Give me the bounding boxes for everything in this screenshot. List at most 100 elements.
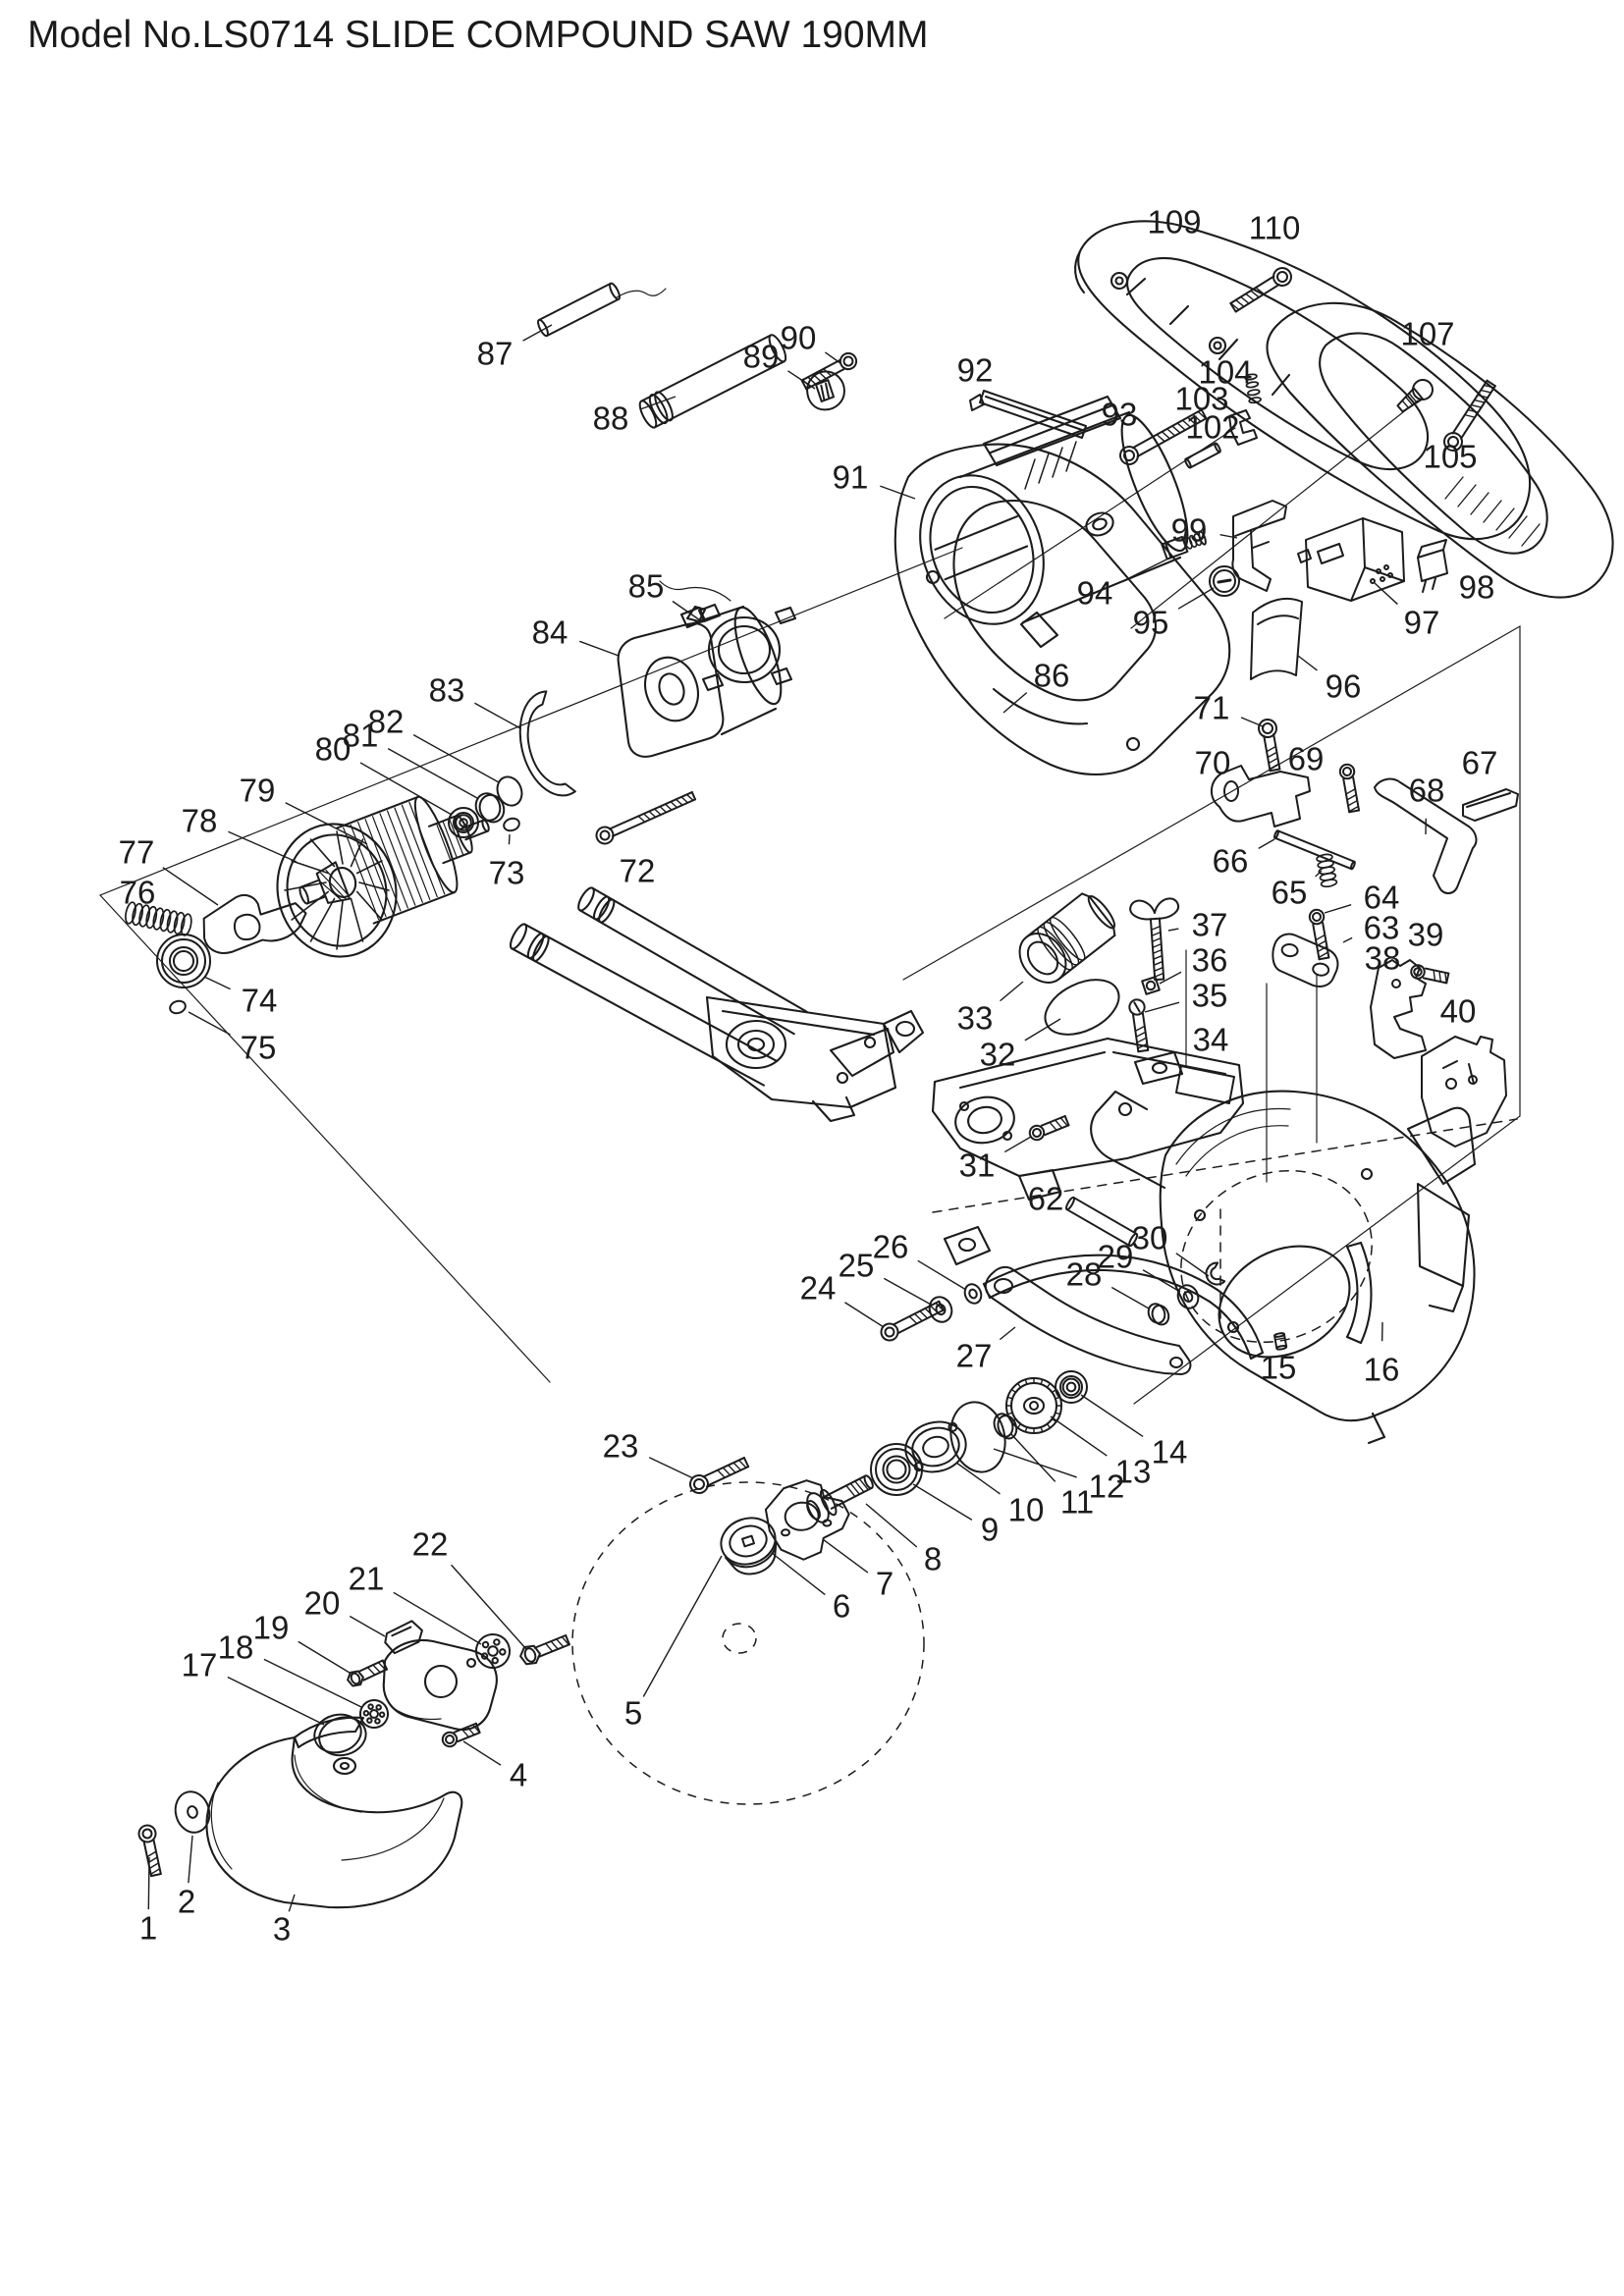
part-label-39: 39: [1408, 917, 1444, 953]
part-16: 16: [1364, 1321, 1400, 1388]
part-90: 90: [781, 320, 858, 391]
part-6: 6: [720, 1517, 850, 1625]
part-91: 91: [833, 459, 916, 500]
part-27: 27: [956, 1265, 1192, 1375]
part-shape-29: [1176, 1284, 1200, 1309]
part-label-33: 33: [957, 1000, 994, 1037]
part-label-96: 96: [1326, 668, 1362, 705]
part-shape-83: [518, 690, 576, 797]
part-shape-72: [595, 791, 697, 845]
leader-line-65: [1315, 870, 1323, 878]
leader-line-13: [1050, 1415, 1108, 1457]
part-19: 19: [253, 1610, 389, 1687]
part-label-34: 34: [1193, 1022, 1229, 1058]
part-label-6: 6: [833, 1588, 850, 1625]
leader-line-11: [1010, 1433, 1056, 1482]
part-shape-65: [1316, 853, 1338, 888]
part-34: 34: [1175, 1022, 1235, 1104]
part-label-16: 16: [1364, 1352, 1400, 1388]
part-shape-95: [1209, 565, 1240, 597]
part-label-63: 63: [1364, 910, 1400, 946]
part-77: 77: [119, 834, 307, 954]
part-65: 65: [1272, 853, 1338, 911]
part-label-21: 21: [349, 1561, 385, 1597]
leader-line-17: [227, 1676, 325, 1726]
part-shape-98: [1417, 539, 1448, 593]
part-label-27: 27: [956, 1338, 993, 1374]
part-80: 80: [315, 731, 479, 838]
part-36: 36: [1141, 942, 1227, 995]
part-shape-7: [764, 1479, 850, 1561]
part-shape-15: [1273, 1332, 1288, 1351]
part-shape-30: [1205, 1261, 1226, 1286]
part-97: 97: [1297, 517, 1439, 641]
part-label-62: 62: [1028, 1181, 1064, 1217]
part-11: 11: [993, 1413, 1094, 1521]
part-17: 17: [182, 1647, 367, 1757]
part-label-86: 86: [1034, 658, 1070, 694]
part-4: 4: [441, 1722, 527, 1793]
part-shape-88: [638, 334, 787, 429]
part-shape-24: [880, 1300, 945, 1342]
part-shape-66: [1273, 829, 1356, 871]
leader-line-63: [1342, 936, 1353, 943]
part-23: 23: [603, 1428, 750, 1494]
part-label-17: 17: [182, 1647, 218, 1683]
part-label-11: 11: [1060, 1484, 1094, 1521]
leader-line-24: [844, 1302, 885, 1328]
armature-drawing: [276, 823, 398, 958]
part-label-15: 15: [1261, 1350, 1297, 1386]
part-shape-107: [1396, 379, 1434, 413]
part-shape-104: [1244, 373, 1262, 404]
part-107: 107: [1396, 316, 1455, 413]
part-label-2: 2: [178, 1884, 195, 1920]
leader-line-9: [912, 1483, 973, 1521]
part-24: 24: [800, 1270, 945, 1342]
rotor-body: [298, 795, 490, 925]
part-label-82: 82: [368, 704, 405, 740]
part-label-12: 12: [1089, 1468, 1125, 1505]
part-105: 105: [1423, 379, 1496, 475]
part-label-67: 67: [1462, 745, 1498, 781]
part-3: 3: [273, 1894, 296, 1948]
part-shape-70: [1211, 765, 1311, 828]
part-109: 109: [1147, 204, 1201, 240]
part-93: 93: [1102, 397, 1208, 465]
part-label-103: 103: [1174, 381, 1228, 417]
grip-hatching: [1444, 476, 1541, 547]
leader-line-29: [1142, 1269, 1181, 1293]
leader-line-80: [359, 762, 453, 816]
part-shape-19: [347, 1659, 389, 1687]
part-label-19: 19: [253, 1610, 290, 1646]
part-66: 66: [1213, 829, 1356, 880]
part-79: 79: [240, 773, 368, 845]
part-96: 96: [1250, 597, 1362, 705]
part-89: 89: [743, 339, 845, 411]
leader-line-84: [579, 640, 620, 657]
part-label-23: 23: [603, 1428, 639, 1465]
part-label-71: 71: [1194, 690, 1230, 726]
part-shape-12: [949, 1401, 1006, 1473]
leader-line-1: [147, 1856, 150, 1910]
part-82: 82: [368, 704, 523, 807]
part-72: 72: [595, 791, 697, 889]
slide-pipes-drawing: [509, 886, 808, 1087]
part-shape-68: [1374, 777, 1478, 894]
part-70: 70: [1195, 745, 1311, 828]
part-shape-90: [800, 351, 858, 391]
part-94: 94: [1077, 530, 1207, 612]
part-shape-20: [384, 1620, 423, 1655]
leader-line-26: [917, 1259, 967, 1291]
saw-blade-drawing: [571, 1481, 925, 1805]
part-87: 87: [477, 282, 622, 372]
part-98: 98: [1417, 539, 1494, 606]
part-83: 83: [429, 672, 576, 797]
page-title: Model No.LS0714 SLIDE COMPOUND SAW 190MM: [27, 14, 929, 56]
part-label-104: 104: [1198, 354, 1252, 391]
leader-line-95: [1177, 587, 1215, 610]
part-label-40: 40: [1440, 993, 1477, 1030]
part-88: 88: [593, 334, 787, 437]
part-label-4: 4: [510, 1757, 527, 1793]
part-shape-17: [313, 1713, 367, 1757]
